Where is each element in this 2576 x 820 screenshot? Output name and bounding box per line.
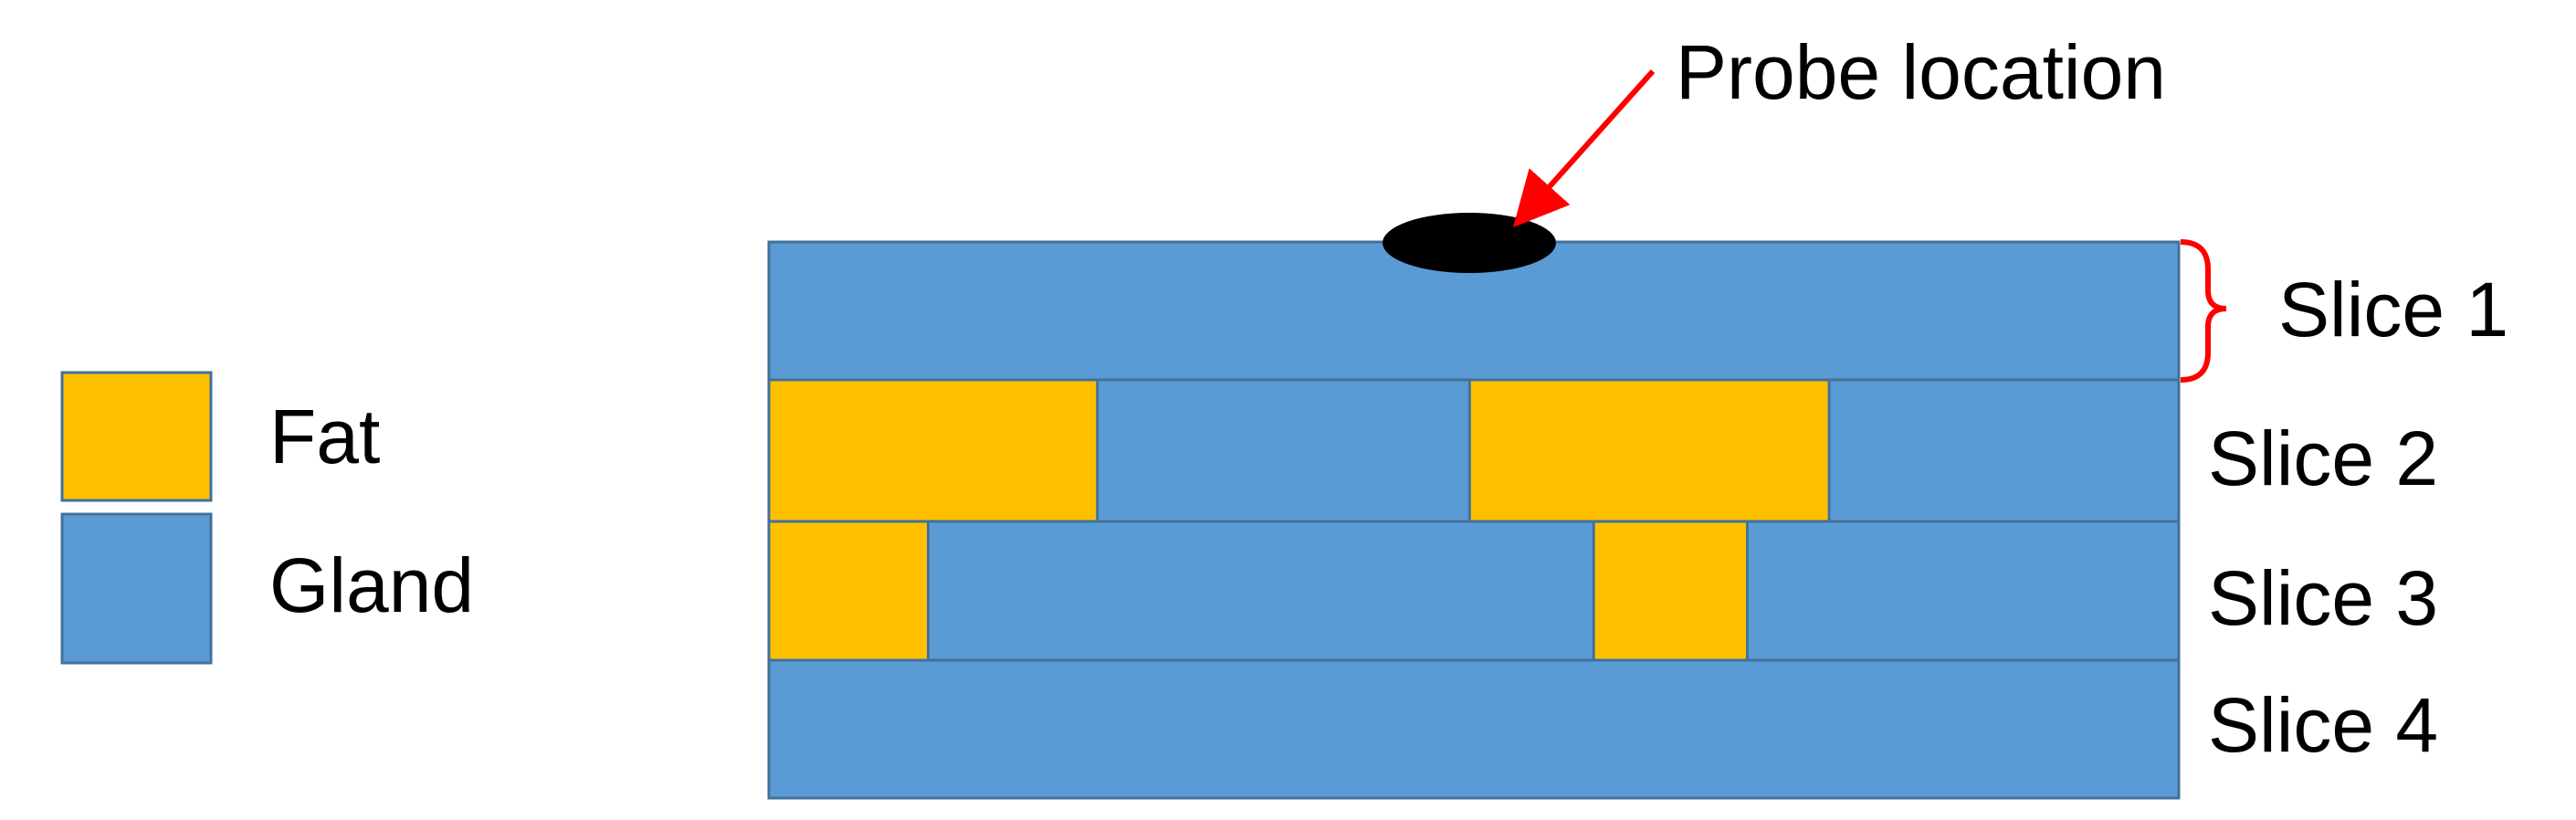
slice-1-bracket — [2180, 239, 2227, 383]
probe-label: Probe location — [1676, 29, 2166, 115]
legend-item-fat: Fat — [60, 371, 380, 502]
legend-swatch-gland — [60, 512, 213, 665]
slice-3-fat-region-1 — [767, 520, 930, 662]
slice-label-1: Slice 1 — [2278, 267, 2508, 352]
slice-2-fat-region-1 — [767, 378, 1099, 523]
slice-label-4: Slice 4 — [2208, 682, 2438, 768]
legend: Fat Gland — [60, 371, 474, 665]
slice-label-2: Slice 2 — [2208, 415, 2438, 501]
legend-item-gland: Gland — [60, 512, 474, 665]
probe-marker — [1383, 213, 1556, 273]
probe-arrow — [1512, 68, 1656, 227]
slice-4-gland — [767, 658, 2181, 800]
legend-label-gland: Gland — [269, 542, 474, 628]
slice-2-fat-region-2 — [1467, 378, 1831, 523]
slice-labels: Slice 1 Slice 2 Slice 3 Slice 4 — [2208, 267, 2508, 768]
slice-label-3: Slice 3 — [2208, 555, 2438, 641]
slice-3-gland — [767, 520, 2181, 662]
legend-label-fat: Fat — [269, 394, 380, 479]
legend-swatch-fat — [60, 371, 213, 502]
slice-3-fat-region-2 — [1592, 520, 1750, 662]
tissue-slices — [767, 240, 2181, 800]
